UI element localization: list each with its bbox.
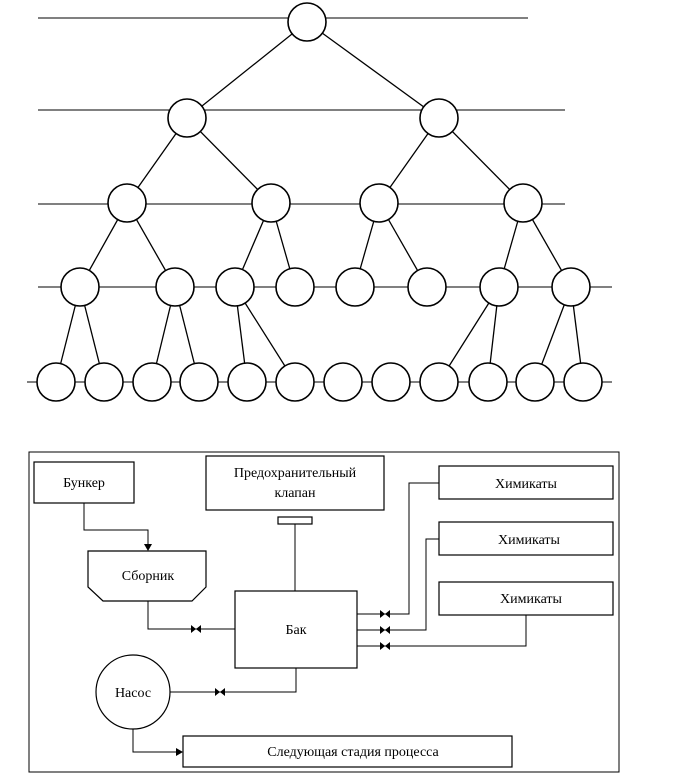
tree-node bbox=[107, 183, 147, 223]
next-stage-box: Следующая стадия процесса bbox=[182, 735, 513, 768]
tree-node-leaf bbox=[515, 362, 555, 402]
safety-valve-label-line1: Предохранительный bbox=[234, 466, 357, 481]
bunker-label: Бункер bbox=[63, 476, 105, 491]
tree-node-root bbox=[287, 2, 327, 42]
tank-box: Бак bbox=[234, 590, 358, 669]
valve-icon bbox=[215, 688, 225, 696]
chemicals-label-3: Химикаты bbox=[500, 592, 563, 607]
arrow-down-icon bbox=[144, 544, 152, 551]
safety-valve-box: Предохранительный клапан bbox=[205, 455, 385, 511]
chemicals-box-3: Химикаты bbox=[438, 581, 614, 616]
tree-node-leaf bbox=[227, 362, 267, 402]
collector-label: Сборник bbox=[122, 569, 175, 584]
tree-node bbox=[479, 267, 519, 307]
flow-frame bbox=[28, 451, 620, 773]
chemicals-label-1: Химикаты bbox=[495, 477, 558, 492]
pump-label: Насос bbox=[115, 686, 151, 701]
tree-node-leaf bbox=[275, 362, 315, 402]
tree-node bbox=[251, 183, 291, 223]
safety-valve-plate bbox=[277, 516, 313, 525]
tree-node-leaf bbox=[419, 362, 459, 402]
tree-node bbox=[335, 267, 375, 307]
chemicals-box-2: Химикаты bbox=[438, 521, 614, 556]
chemicals-label-2: Химикаты bbox=[498, 533, 561, 548]
next-stage-label: Следующая стадия процесса bbox=[267, 745, 439, 760]
collector-hopper: Сборник bbox=[87, 550, 207, 602]
tree-node-leaf bbox=[563, 362, 603, 402]
valve-icon bbox=[380, 610, 390, 618]
valve-icon bbox=[191, 625, 201, 633]
tree-node bbox=[60, 267, 100, 307]
tree-node bbox=[155, 267, 195, 307]
tree-node-leaf bbox=[468, 362, 508, 402]
tree-node bbox=[551, 267, 591, 307]
tree-node-leaf bbox=[36, 362, 76, 402]
pump-circle: Насос bbox=[95, 654, 171, 730]
valve-icon bbox=[380, 626, 390, 634]
tree-diagram bbox=[27, 2, 612, 402]
tree-node-leaf bbox=[323, 362, 363, 402]
tree-node-leaf bbox=[84, 362, 124, 402]
process-flow-diagram: Бункер Предохранительный клапан Химикаты… bbox=[28, 451, 620, 773]
tree-node-leaf bbox=[132, 362, 172, 402]
tree-node bbox=[275, 267, 315, 307]
tree-node bbox=[503, 183, 543, 223]
tree-nodes bbox=[36, 2, 603, 402]
tree-node bbox=[215, 267, 255, 307]
tree-node-leaf bbox=[371, 362, 411, 402]
tree-node bbox=[419, 98, 459, 138]
chemicals-box-1: Химикаты bbox=[438, 465, 614, 500]
tree-node bbox=[407, 267, 447, 307]
bunker-box: Бункер bbox=[33, 461, 135, 504]
tree-node bbox=[167, 98, 207, 138]
pipes bbox=[83, 482, 527, 756]
valve-icon bbox=[380, 642, 390, 650]
safety-valve-label-line2: клапан bbox=[274, 486, 316, 501]
tree-node-leaf bbox=[179, 362, 219, 402]
tank-label: Бак bbox=[285, 623, 306, 638]
arrow-right-icon bbox=[176, 748, 183, 756]
tree-node bbox=[359, 183, 399, 223]
